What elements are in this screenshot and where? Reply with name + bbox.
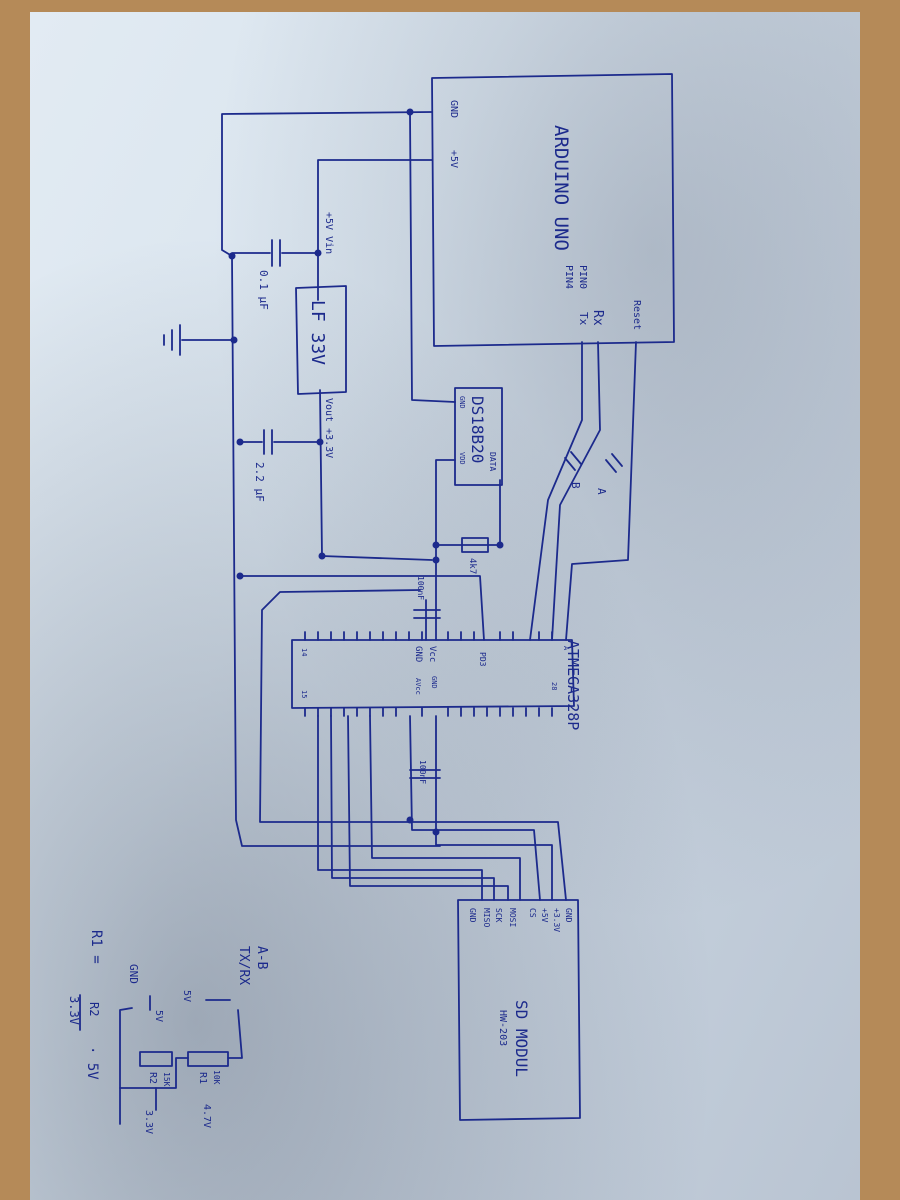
- sensor-block: DS18B20 GND VDD DATA 4k7: [458, 396, 497, 574]
- divider-r2-value: 15K: [162, 1072, 171, 1087]
- mcu-avcc-label: AVcc: [414, 678, 422, 695]
- sensor-data-label: DATA: [488, 452, 497, 471]
- arduino-pin0-label: PIN0: [577, 265, 588, 289]
- mcu-pin15: 15: [300, 690, 308, 698]
- regulator-vout-label: Vout +3.3V: [323, 398, 334, 458]
- regulator-block: LF 33V +5V Vin Vout +3.3V: [295, 212, 347, 458]
- sd-pin-cs: CS: [528, 908, 537, 918]
- bus-b-label: B: [569, 482, 582, 489]
- divider-r1-label: R1: [197, 1072, 208, 1084]
- mcu-pin1: A: [562, 646, 570, 651]
- junctions: [228, 108, 504, 836]
- divider-3v3-label: 3.3V: [143, 1110, 154, 1134]
- mcu-block: ATMEGA328P 14 15 28 A Vcc GND AVcc GND P…: [300, 640, 582, 730]
- sd-pin-5v: +5V: [540, 908, 549, 923]
- divider-gnd-label: GND: [127, 964, 140, 984]
- sd-pin-gnd2: GND: [468, 908, 477, 923]
- cap-c3-label: 100nF: [416, 576, 425, 600]
- sd-pin-gnd: GND: [564, 908, 573, 923]
- sd-title: SD MODUL: [512, 1000, 531, 1077]
- divider-5v-top: 5V: [181, 990, 192, 1002]
- sensor-vdd-label: VDD: [458, 452, 466, 465]
- formula-lhs: R1 =: [88, 930, 104, 964]
- arduino-gnd-label: GND: [448, 100, 459, 118]
- arduino-tx-label: Tx: [577, 312, 590, 326]
- mcu-pin28: 28: [550, 682, 558, 690]
- mcu-pd3-label: PD3: [478, 652, 487, 667]
- mcu-gnd-label: GND: [413, 646, 423, 662]
- formula-denominator: 3.3V: [67, 996, 81, 1025]
- divider-r2-label: R2: [147, 1072, 158, 1084]
- divider-r1-value: 10K: [212, 1070, 221, 1085]
- sd-pin-miso: MISO: [482, 908, 491, 927]
- voltage-divider-block: A-B TX/RX GND 5V 5V R1 10K R2 15K 4.7V 3: [67, 930, 269, 1134]
- bus-a-label: A: [595, 488, 608, 495]
- divider-4v7-label: 4.7V: [201, 1104, 212, 1128]
- regulator-title: LF 33V: [307, 300, 328, 365]
- cap-c2-label: 2.2 µF: [253, 462, 266, 502]
- formula-numerator: R2: [87, 1002, 101, 1016]
- sd-pin-mosi: MOSI: [508, 908, 517, 927]
- sd-pin-3v3: +3.3V: [552, 908, 561, 932]
- mcu-vcc-label: Vcc: [427, 646, 437, 662]
- sd-model: HW-203: [497, 1010, 508, 1046]
- arduino-5v-label: +5V: [448, 150, 459, 168]
- sd-pin-sck: SCK: [494, 908, 503, 923]
- arduino-pin4-label: PIN4: [563, 265, 574, 289]
- wires: [119, 111, 637, 1125]
- mcu-pin14: 14: [300, 648, 308, 656]
- regulator-vin-label: +5V Vin: [323, 212, 334, 254]
- cap-c4-label: 100nF: [418, 760, 427, 784]
- sd-module-block: SD MODUL HW-203 GND +3.3V +5V CS MOSI SC…: [468, 908, 573, 1077]
- arduino-reset-label: Reset: [631, 300, 642, 330]
- arduino-uno-block: ARDUINO UNO GND +5V PIN4 PIN0 Rx Tx Rese…: [431, 73, 675, 347]
- paper-sheet: [30, 12, 860, 1200]
- arduino-rx-label: Rx: [590, 310, 605, 326]
- mcu-gnd2-label: GND: [430, 676, 438, 689]
- divider-5v-mid: 5V: [153, 1010, 164, 1022]
- divider-title: A-B: [254, 946, 269, 970]
- resistor-4k7-label: 4k7: [467, 558, 477, 574]
- arduino-title: ARDUINO UNO: [550, 125, 572, 251]
- divider-txrx-label: TX/RX: [236, 946, 251, 985]
- formula-rhs: · 5V: [84, 1046, 100, 1080]
- sensor-title: DS18B20: [468, 396, 487, 463]
- mcu-title: ATMEGA328P: [564, 640, 582, 730]
- cap-c1-label: 0.1 µF: [257, 270, 270, 310]
- sensor-gnd-label: GND: [458, 396, 466, 409]
